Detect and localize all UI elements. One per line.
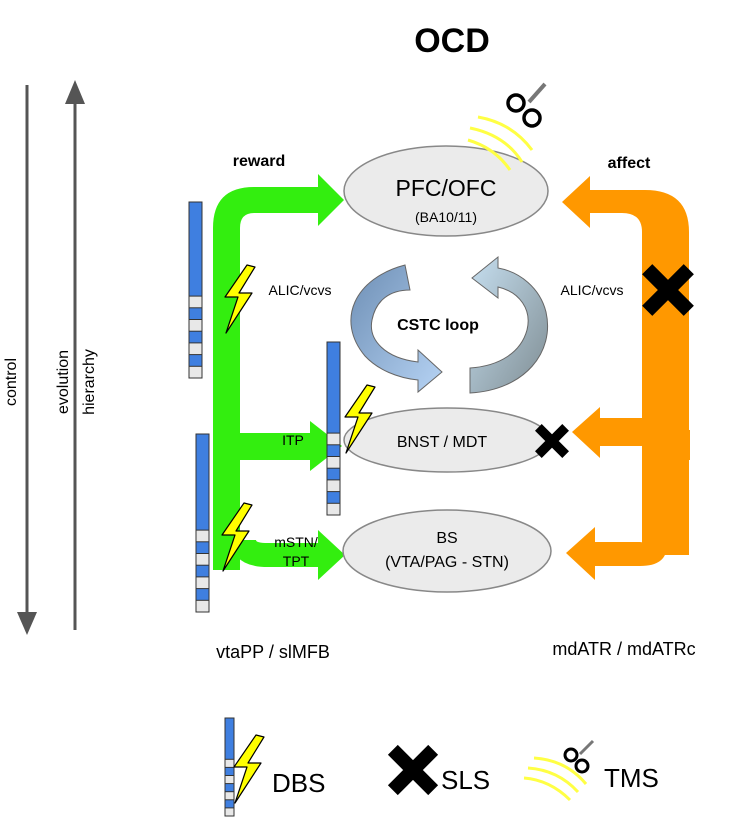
legend-tms-icon xyxy=(523,739,595,802)
affect-pathway xyxy=(562,176,690,580)
pfc-node-title: PFC/OFC xyxy=(396,175,497,201)
cstc-loop-label: CSTC loop xyxy=(397,317,479,334)
bs-node-line2: (VTA/PAG - STN) xyxy=(385,554,509,571)
legend-sls-cross-icon xyxy=(393,750,433,790)
alic-right-label: ALIC/vcvs xyxy=(560,282,623,298)
evolution-hierarchy-axis xyxy=(65,80,85,630)
dbs-electrode-icon xyxy=(195,433,210,613)
legend-tms-label: TMS xyxy=(604,763,659,793)
pfc-node-subtitle: (BA10/11) xyxy=(415,209,477,225)
control-axis-label: control xyxy=(3,358,20,406)
bs-node: BS (VTA/PAG - STN) xyxy=(342,509,552,593)
reward-label: reward xyxy=(233,153,285,170)
mstn-label-line1: mSTN/ xyxy=(274,534,318,550)
bnst-mdt-node: BNST / MDT xyxy=(343,407,551,473)
mdatr-label: mdATR / mdATRc xyxy=(552,639,695,659)
cstc-loop-arrow-right xyxy=(469,255,548,394)
legend-dbs-lightning-icon xyxy=(233,734,265,804)
cstc-loop-arrow-left xyxy=(350,264,443,394)
tms-coil-icon xyxy=(467,82,547,171)
diagram-title: OCD xyxy=(414,22,490,60)
control-axis xyxy=(17,85,37,635)
dbs-electrode-icon xyxy=(224,717,235,817)
pfc-ofc-node: PFC/OFC (BA10/11) xyxy=(343,145,549,237)
dbs-electrode-icon xyxy=(188,201,203,379)
mstn-label-line2: TPT xyxy=(283,553,310,569)
legend-dbs-electrode xyxy=(224,717,235,817)
evolution-axis-label: evolution xyxy=(55,350,72,414)
legend-dbs-label: DBS xyxy=(272,768,325,798)
vtapp-slmfb-label: vtaPP / slMFB xyxy=(216,642,330,662)
cstc-loop xyxy=(350,255,548,394)
itp-label: ITP xyxy=(282,432,304,448)
alic-left-label: ALIC/vcvs xyxy=(268,282,331,298)
affect-label: affect xyxy=(608,155,651,172)
bs-node-line1: BS xyxy=(436,530,457,547)
legend: DBS SLS TMS xyxy=(224,717,659,817)
bnst-node-label: BNST / MDT xyxy=(397,434,488,451)
dbs-electrodes xyxy=(188,201,341,613)
legend-sls-label: SLS xyxy=(441,765,490,795)
dbs-electrode-icon xyxy=(326,341,341,516)
hierarchy-axis-label: hierarchy xyxy=(81,349,98,415)
